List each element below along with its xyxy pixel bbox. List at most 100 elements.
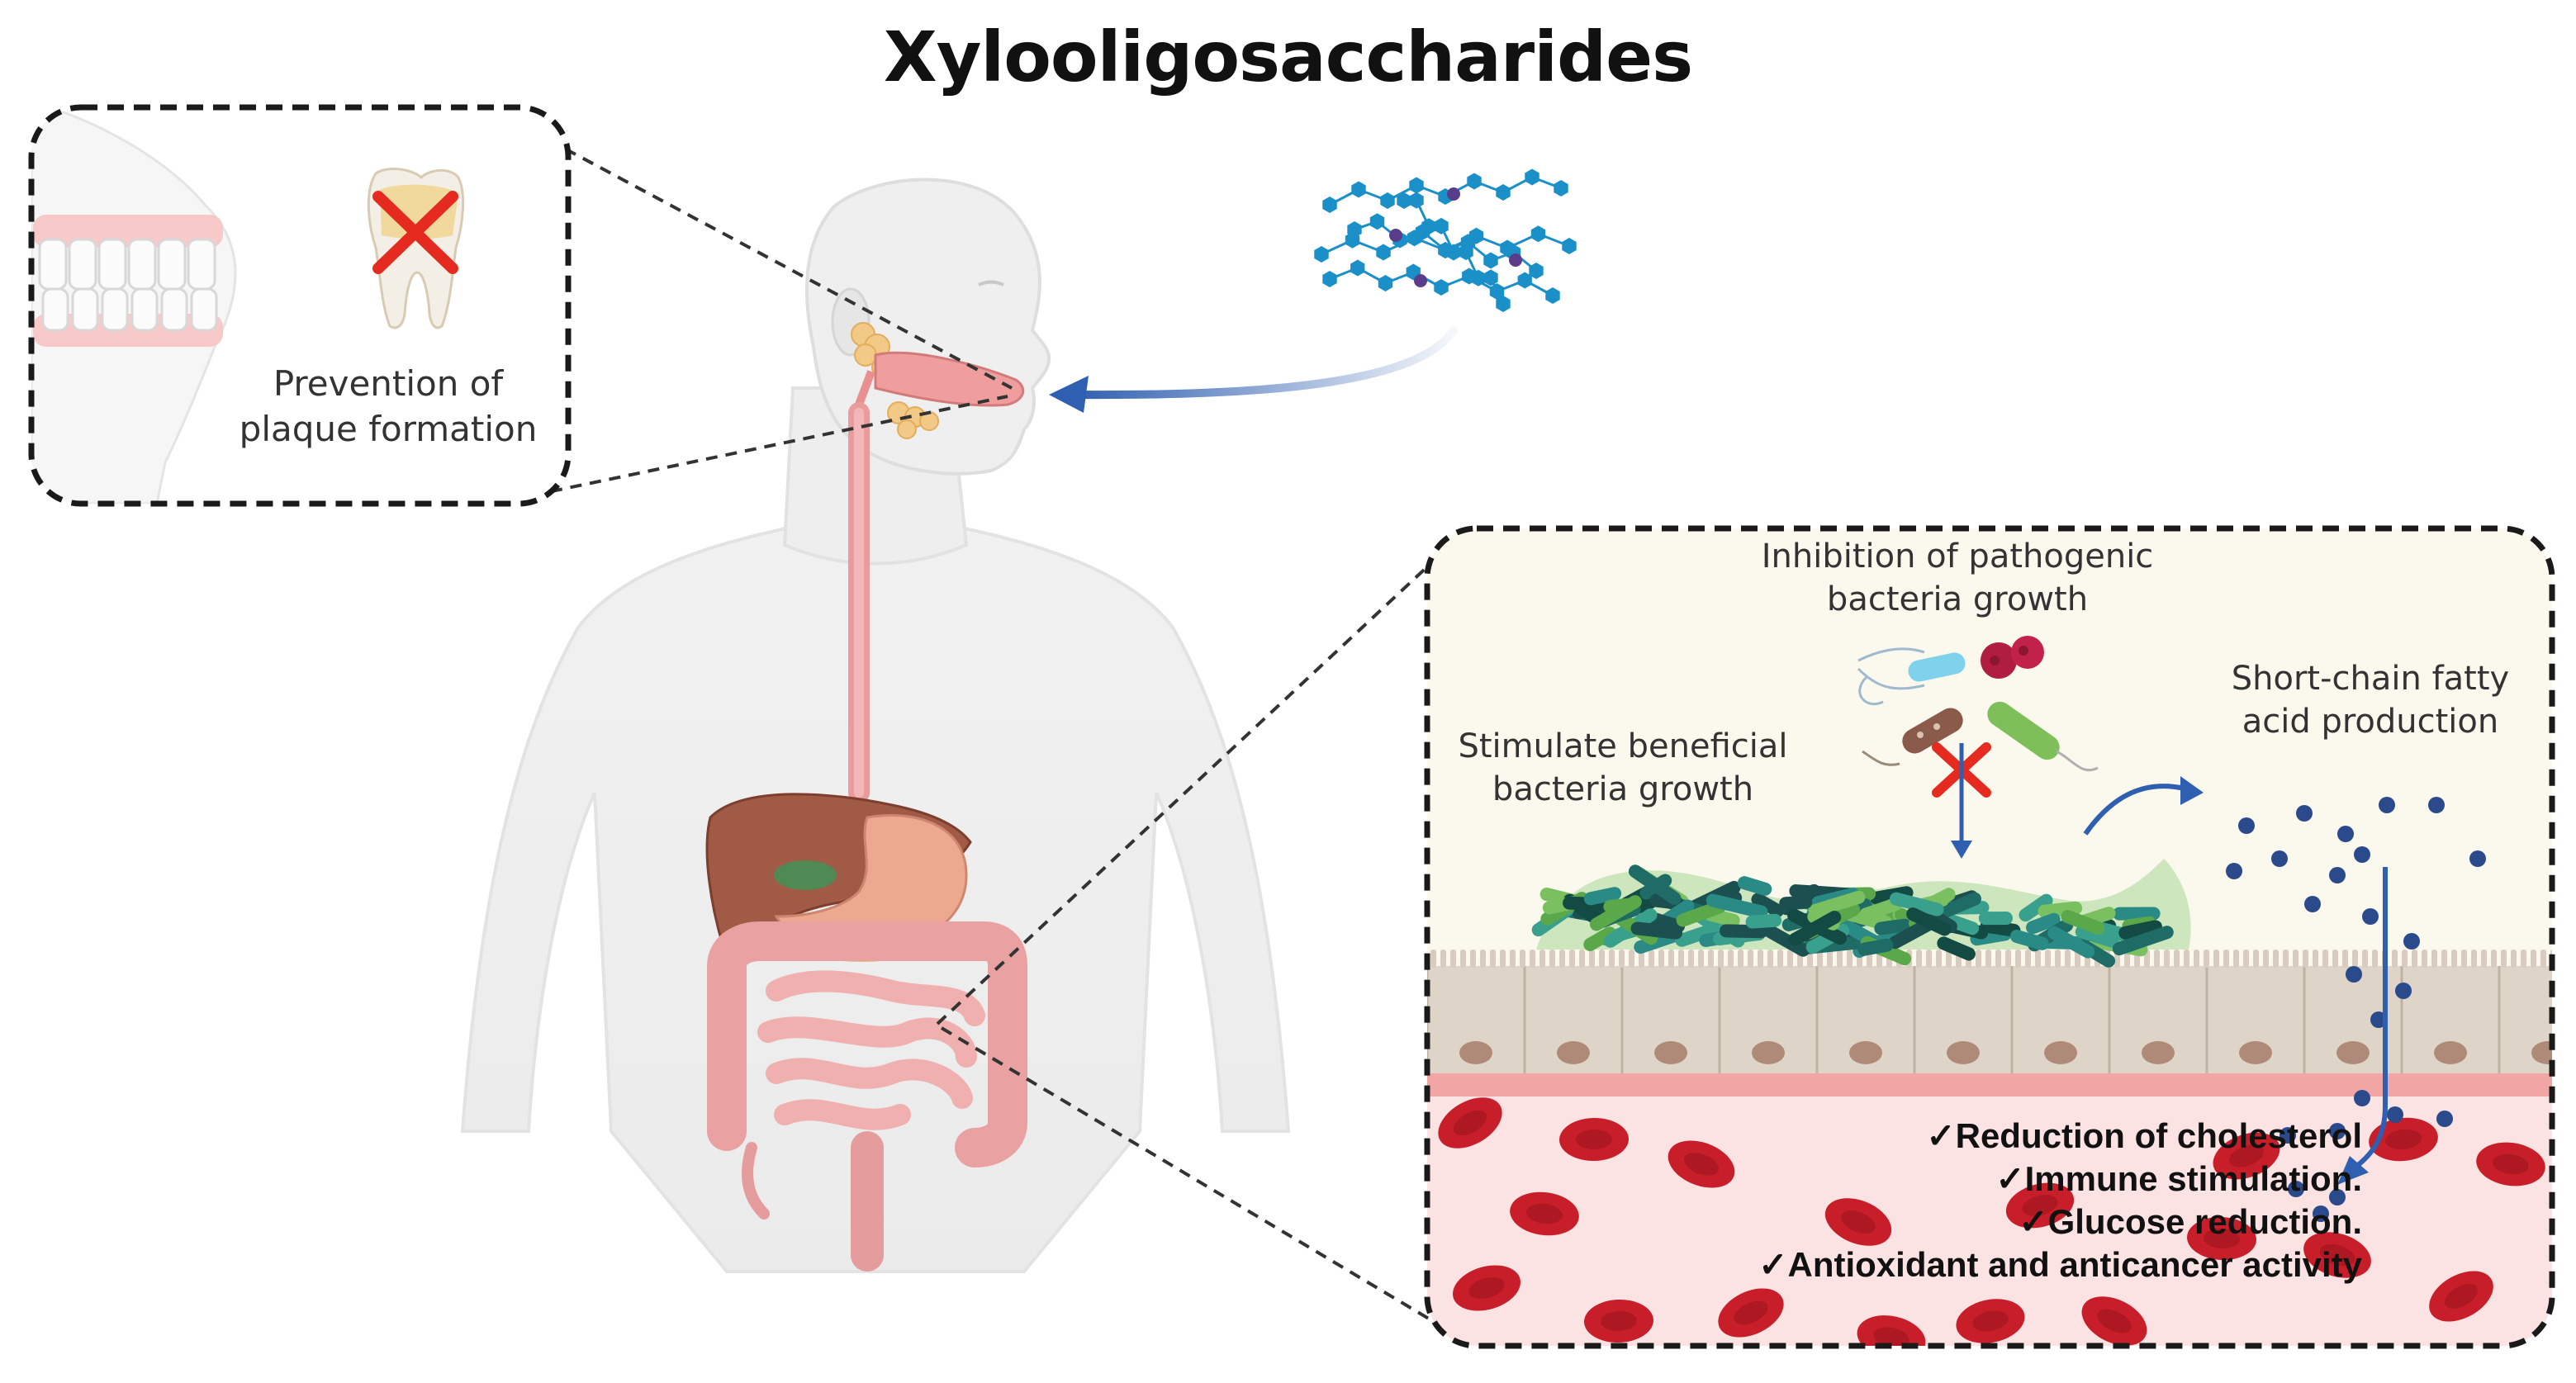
microvillus <box>2481 950 2487 968</box>
microvillus <box>2402 950 2408 968</box>
microvillus <box>1748 950 1753 968</box>
pathogen-inhibition-label-line-1: Inhibition of pathogenic <box>1726 535 2189 578</box>
microvillus <box>1470 950 1476 968</box>
microvillus <box>2243 950 2249 968</box>
xos-branch-unit <box>1414 274 1427 287</box>
microvillus <box>2392 950 2398 968</box>
microvillus <box>2431 950 2437 968</box>
cell-nucleus <box>2531 1041 2564 1064</box>
microvillus <box>1787 950 1793 968</box>
scfa-molecule <box>2296 805 2313 822</box>
microvillus <box>1559 950 1565 968</box>
microvillus <box>1916 950 1922 968</box>
microvillus <box>1500 950 1506 968</box>
microvillus <box>2313 950 2318 968</box>
benefit-item: ✓Immune stimulation. <box>1619 1158 2362 1201</box>
beneficial-bacterium <box>1779 895 1813 910</box>
beneficial-bacterium <box>1979 912 2013 925</box>
beneficial-bacteria-label-line-2: bacteria growth <box>1433 768 1813 811</box>
microvillus <box>1738 950 1743 968</box>
microvillus <box>2025 950 2031 968</box>
xos-sugar-unit <box>1409 192 1423 209</box>
page-title: Xylooligosaccharides <box>0 17 2576 97</box>
microvillus <box>1629 950 1634 968</box>
microvillus <box>2362 950 2368 968</box>
scfa-molecule <box>2469 850 2486 867</box>
scfa-molecule <box>2354 1090 2370 1106</box>
microvillus <box>1569 950 1575 968</box>
microvillus <box>2263 950 2269 968</box>
pathogen-inhibition-label-line-2: bacteria growth <box>1726 578 2189 621</box>
microvillus <box>2065 950 2071 968</box>
scfa-molecule <box>2226 863 2242 879</box>
scfa-molecule <box>2379 797 2395 813</box>
scfa-molecule <box>2362 908 2379 925</box>
microvillus <box>2372 950 2378 968</box>
microvillus <box>2213 950 2219 968</box>
cell-nucleus <box>1557 1041 1590 1064</box>
plaque-prevention-label-line-2: plaque formation <box>198 407 578 452</box>
microvillus <box>1490 950 1496 968</box>
microvillus <box>2154 950 2160 968</box>
lower-tooth <box>43 289 68 330</box>
microvillus <box>1728 950 1734 968</box>
microvillus <box>1450 950 1456 968</box>
microvillus <box>1589 950 1595 968</box>
microvillus <box>2233 950 2239 968</box>
xos-intake-arrow <box>1074 330 1454 395</box>
microvillus <box>1777 950 1783 968</box>
pathogen-inhibition-label: Inhibition of pathogenic bacteria growth <box>1726 535 2189 621</box>
microvillus <box>2441 950 2447 968</box>
lower-tooth <box>192 289 216 330</box>
microvillus <box>2293 950 2298 968</box>
microvillus <box>2164 950 2170 968</box>
microvillus <box>1658 950 1664 968</box>
microvillus <box>1758 950 1763 968</box>
benefit-item: ✓Antioxidant and anticancer activity <box>1619 1243 2362 1286</box>
scfa-molecule <box>2238 817 2255 834</box>
scfa-molecule <box>2346 966 2362 983</box>
epithelium-layer <box>1427 966 2564 1073</box>
xos-sugar-unit <box>1554 180 1568 197</box>
scfa-production-label-line-1: Short-chain fatty <box>2197 657 2544 700</box>
microvillus <box>2253 950 2259 968</box>
microvillus <box>2322 950 2328 968</box>
microvillus <box>1520 950 1525 968</box>
microvillus <box>2471 950 2477 968</box>
microvillus <box>2422 950 2427 968</box>
microvillus <box>1430 950 1436 968</box>
microvillus <box>2540 950 2546 968</box>
microvillus <box>2521 950 2526 968</box>
cell-nucleus <box>2336 1041 2370 1064</box>
microvillus <box>2184 950 2189 968</box>
xos-sugar-unit <box>1562 238 1576 254</box>
microvillus <box>1767 950 1773 968</box>
microvillus <box>2174 950 2180 968</box>
lower-tooth <box>162 289 187 330</box>
lower-tooth <box>102 289 127 330</box>
scfa-molecule <box>2387 1106 2403 1123</box>
benefit-item: ✓Reduction of cholesterol <box>1619 1115 2362 1158</box>
upper-tooth <box>99 239 126 289</box>
microvillus <box>1480 950 1486 968</box>
lower-tooth <box>73 289 97 330</box>
microvillus <box>1718 950 1724 968</box>
microvillus <box>1599 950 1605 968</box>
cell-nucleus <box>1849 1041 1882 1064</box>
microvillus <box>2352 950 2358 968</box>
microvillus <box>2342 950 2348 968</box>
microvillus <box>1985 950 1991 968</box>
microvillus <box>2511 950 2517 968</box>
human-body <box>463 180 1288 1272</box>
xos-sugar-unit <box>1545 287 1559 304</box>
cell-nucleus <box>1947 1041 1980 1064</box>
scfa-molecule <box>2271 850 2288 867</box>
scfa-production-label: Short-chain fatty acid production <box>2197 657 2544 743</box>
microvillus <box>2461 950 2467 968</box>
scfa-molecule <box>2329 867 2346 883</box>
microvillus <box>1460 950 1466 968</box>
microvillus <box>1837 950 1843 968</box>
microvillus <box>2501 950 2507 968</box>
scfa-molecule <box>2304 896 2321 912</box>
scfa-molecule <box>2395 983 2412 999</box>
